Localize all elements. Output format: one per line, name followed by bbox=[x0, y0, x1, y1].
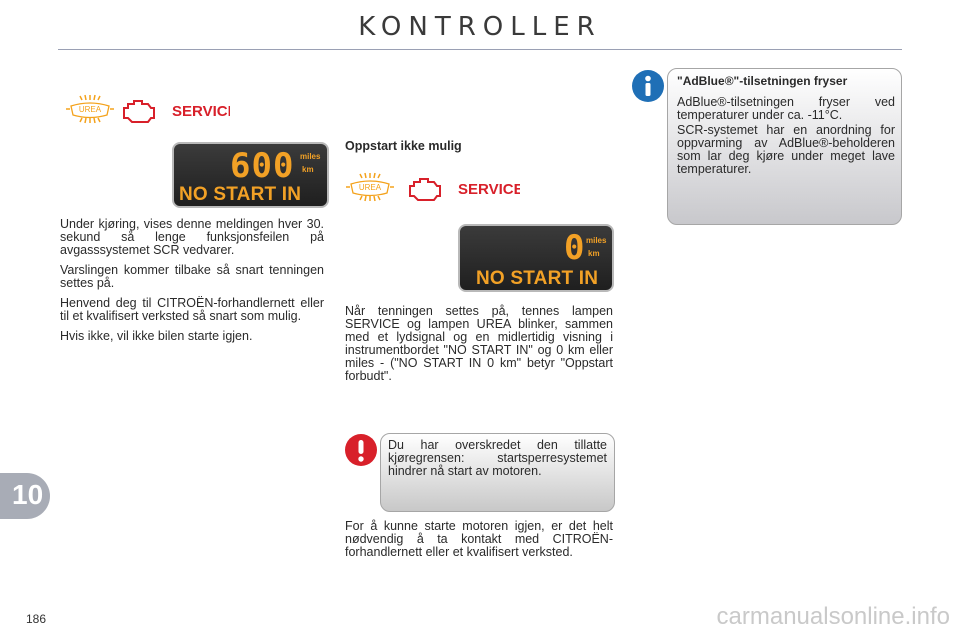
engine-warning-lamp-icon bbox=[123, 100, 155, 123]
left-paragraph-2: Varslingen kommer tilbake så snart tenni… bbox=[60, 263, 324, 290]
watermark: carmanualsonline.info bbox=[716, 603, 950, 630]
warning-lamps-left: UREA SERVICE bbox=[60, 92, 238, 132]
svg-text:UREA: UREA bbox=[79, 105, 102, 114]
left-paragraph-1: Under kjøring, vises denne meldingen hve… bbox=[60, 217, 324, 257]
display-value: 0 bbox=[564, 228, 585, 268]
lcd-display-600: 600 miles km NO START IN bbox=[172, 142, 329, 208]
service-label: SERVICE bbox=[458, 181, 520, 198]
display-unit-km: km bbox=[588, 249, 600, 258]
chapter-tab: 10 bbox=[0, 473, 50, 519]
section-heading: Oppstart ikke mulig bbox=[345, 139, 462, 153]
service-label: SERVICE bbox=[172, 103, 230, 120]
header-rule bbox=[58, 49, 902, 50]
left-paragraph-3: Henvend deg til CITROËN-forhandlernett e… bbox=[60, 296, 324, 323]
exclamation-icon bbox=[345, 434, 377, 466]
warning-callout: Du har overskredet den tillatte kjøregre… bbox=[380, 433, 615, 512]
page-number: 186 bbox=[26, 612, 47, 626]
display-unit-km: km bbox=[302, 165, 314, 174]
middle-paragraph: Når tenningen settes på, tennes lampen S… bbox=[345, 304, 613, 383]
chapter-number: 10 bbox=[12, 479, 44, 510]
urea-warning-lamp-icon: UREA bbox=[66, 94, 114, 124]
display-unit-miles: miles bbox=[300, 152, 321, 161]
middle-after-paragraph: For å kunne starte motoren igjen, er det… bbox=[345, 519, 613, 559]
lcd-display-0: 0 miles km NO START IN bbox=[458, 224, 614, 292]
left-text-column: Under kjøring, vises denne meldingen hve… bbox=[60, 218, 324, 350]
engine-warning-lamp-icon bbox=[409, 178, 441, 201]
page-title: KONTROLLER bbox=[358, 12, 602, 42]
display-message: NO START IN bbox=[476, 268, 599, 289]
info-icon bbox=[632, 70, 664, 102]
middle-after-text: For å kunne starte motoren igjen, er det… bbox=[345, 520, 613, 566]
display-value: 600 bbox=[230, 146, 295, 186]
info-title: "AdBlue®"-tilsetningen fryser bbox=[677, 74, 848, 88]
urea-warning-lamp-icon: UREA bbox=[346, 172, 394, 202]
warning-lamps-middle: UREA SERVICE bbox=[340, 170, 524, 210]
left-paragraph-4: Hvis ikke, vil ikke bilen starte igjen. bbox=[60, 329, 253, 343]
middle-text: Når tenningen settes på, tennes lampen S… bbox=[345, 305, 613, 390]
display-message: NO START IN bbox=[179, 184, 302, 205]
info-paragraph-2: SCR-systemet har en anordning for oppvar… bbox=[677, 123, 895, 176]
info-paragraph-1: AdBlue®-tilsetningen fryser ved temperat… bbox=[677, 95, 895, 122]
info-callout: "AdBlue®"-tilsetningen fryser AdBlue®-ti… bbox=[667, 68, 902, 225]
display-unit-miles: miles bbox=[586, 236, 607, 245]
warning-text: Du har overskredet den tillatte kjøregre… bbox=[388, 438, 607, 478]
svg-text:UREA: UREA bbox=[359, 183, 382, 192]
